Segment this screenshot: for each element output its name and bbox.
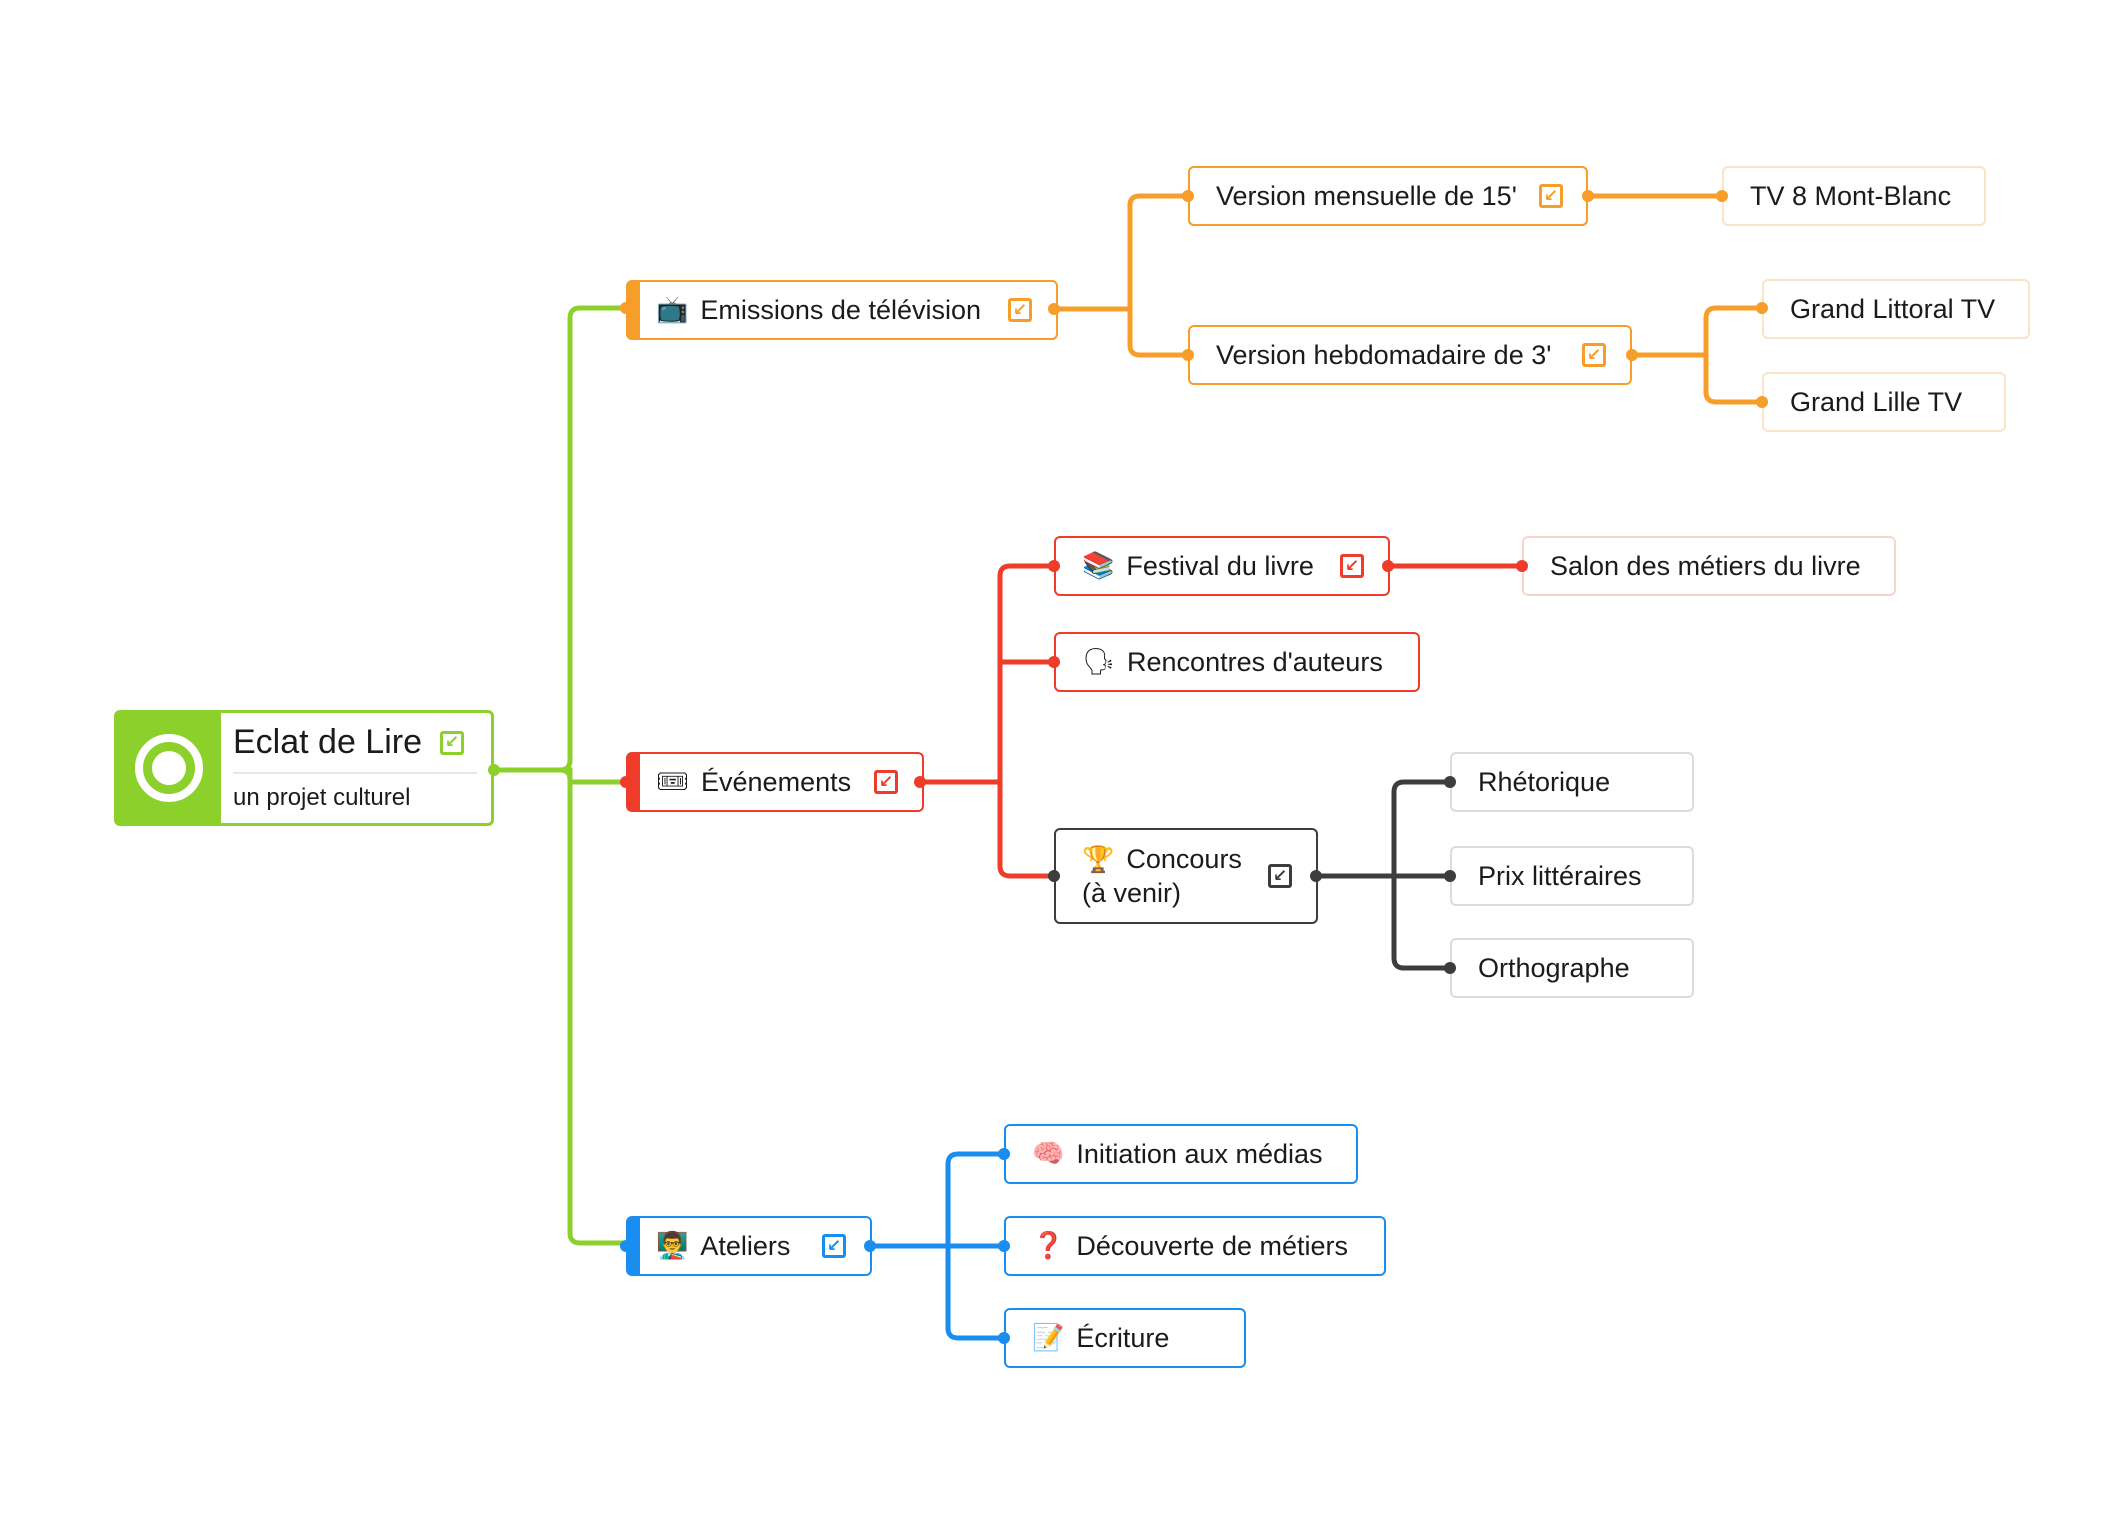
topic-label: Festival du livre xyxy=(1126,550,1314,581)
connector-dot xyxy=(1756,396,1768,408)
target-ring-icon xyxy=(117,713,221,823)
link-events-festival xyxy=(917,563,1057,785)
topic-label: Événements xyxy=(701,766,852,797)
topic-label: Emissions de télévision xyxy=(700,294,982,325)
connector-dot xyxy=(998,1240,1010,1252)
connector-dot xyxy=(914,776,926,788)
connector-dot xyxy=(1582,190,1594,202)
connector-dot xyxy=(1048,560,1060,572)
connector-dot xyxy=(620,776,632,788)
link-root-tv xyxy=(491,305,629,773)
topic-label: Version hebdomadaire de 3' xyxy=(1216,339,1552,370)
topic-label: Découverte de métiers xyxy=(1076,1230,1348,1261)
collapse-arrow-icon[interactable]: ↙ xyxy=(1340,554,1364,578)
topic-ateliers[interactable]: 👨‍🏫 Ateliers ↙ xyxy=(626,1216,872,1276)
collapse-arrow-icon[interactable]: ↙ xyxy=(874,770,898,794)
television-icon: 📺 xyxy=(656,295,689,325)
topic-label: TV 8 Mont-Blanc xyxy=(1750,180,1952,211)
root-subtitle: un projet culturel xyxy=(233,784,411,811)
connector-dot xyxy=(1444,962,1456,974)
connector-dot xyxy=(488,764,500,776)
connector-dot xyxy=(1444,776,1456,788)
topic-decouverte-metiers[interactable]: ❓ Découverte de métiers xyxy=(1004,1216,1386,1276)
topic-grand-lille-tv[interactable]: Grand Lille TV xyxy=(1762,372,2006,432)
topic-festival-du-livre[interactable]: 📚 Festival du livre ↙ xyxy=(1054,536,1390,596)
question-mark-icon: ❓ xyxy=(1032,1231,1065,1261)
collapse-arrow-icon[interactable]: ↙ xyxy=(1538,184,1563,208)
connector-dot xyxy=(620,302,632,314)
topic-label-line2: (à venir) xyxy=(1082,878,1182,908)
connector-dot xyxy=(998,1148,1010,1160)
topic-label: Orthographe xyxy=(1478,952,1630,983)
speaking-head-icon: 🗣 xyxy=(1082,647,1116,677)
topic-label: Grand Lille TV xyxy=(1790,386,1963,417)
link-tv-monthly xyxy=(1051,193,1191,312)
connector-dot xyxy=(1048,303,1060,315)
connector-dot xyxy=(1048,870,1060,882)
topic-grand-littoral-tv[interactable]: Grand Littoral TV xyxy=(1762,279,2030,339)
topic-label: Grand Littoral TV xyxy=(1790,293,1996,324)
link-events-contest xyxy=(997,779,1057,879)
topic-rencontres-auteurs[interactable]: 🗣 Rencontres d'auteurs xyxy=(1054,632,1420,692)
ticket-icon: 🎟 xyxy=(656,767,690,797)
link-weekly-leaf2 xyxy=(1703,352,1765,405)
collapse-arrow-icon[interactable]: ↙ xyxy=(1008,298,1032,322)
connector-dot xyxy=(1182,190,1194,202)
topic-initiation-medias[interactable]: 🧠 Initiation aux médias xyxy=(1004,1124,1358,1184)
collapse-arrow-icon[interactable]: ↙ xyxy=(1268,864,1292,888)
connector-dot xyxy=(1716,190,1728,202)
trophy-icon: 🏆 xyxy=(1082,845,1115,875)
topic-label: Version mensuelle de 15' xyxy=(1216,180,1517,211)
teacher-icon: 👨‍🏫 xyxy=(656,1231,689,1261)
link-root-workshops xyxy=(491,767,629,1246)
root-topic[interactable]: Eclat de Lire ↙ un projet culturel xyxy=(114,710,494,826)
connector-dot xyxy=(1182,349,1194,361)
connector-dot xyxy=(1444,870,1456,882)
connector-dot xyxy=(1048,656,1060,668)
connector-dot xyxy=(1516,560,1528,572)
topic-label: Initiation aux médias xyxy=(1076,1138,1323,1169)
connector-dot xyxy=(1756,302,1768,314)
topic-orthographe[interactable]: Orthographe xyxy=(1450,938,1694,998)
collapse-arrow-icon[interactable]: ↙ xyxy=(1582,343,1606,367)
topic-evenements[interactable]: 🎟 Événements ↙ xyxy=(626,752,924,812)
topic-label: Salon des métiers du livre xyxy=(1550,550,1861,581)
topic-label: Rencontres d'auteurs xyxy=(1127,646,1383,677)
topic-rhetorique[interactable]: Rhétorique xyxy=(1450,752,1694,812)
books-icon: 📚 xyxy=(1082,551,1115,581)
topic-tv8-mont-blanc[interactable]: TV 8 Mont-Blanc xyxy=(1722,166,1986,226)
link-workshops-media xyxy=(867,1151,1007,1249)
topic-label-line1: Concours xyxy=(1126,844,1242,874)
connector-dot xyxy=(998,1332,1010,1344)
link-contest-leaf1 xyxy=(1313,779,1453,879)
brain-icon: 🧠 xyxy=(1032,1139,1065,1169)
link-weekly-leaf1 xyxy=(1629,305,1765,358)
link-contest-leaf3 xyxy=(1391,873,1453,971)
topic-ecriture[interactable]: 📝 Écriture xyxy=(1004,1308,1246,1368)
topic-emissions-tv[interactable]: 📺 Emissions de télévision ↙ xyxy=(626,280,1058,340)
connector-dot xyxy=(1626,349,1638,361)
root-title: Eclat de Lire xyxy=(233,723,422,761)
memo-icon: 📝 xyxy=(1032,1323,1065,1353)
collapse-arrow-icon[interactable]: ↙ xyxy=(822,1234,846,1258)
link-workshops-writing xyxy=(945,1243,1007,1341)
connector-dot xyxy=(1310,870,1322,882)
topic-label: Prix littéraires xyxy=(1478,860,1642,891)
topic-version-mensuelle[interactable]: Version mensuelle de 15' ↙ xyxy=(1188,166,1588,226)
topic-salon-metiers-livre[interactable]: Salon des métiers du livre xyxy=(1522,536,1896,596)
topic-label: Écriture xyxy=(1076,1322,1170,1353)
connector-dot xyxy=(1382,560,1394,572)
connector-dot xyxy=(620,1240,632,1252)
collapse-arrow-icon[interactable]: ↙ xyxy=(440,730,464,755)
topic-label: Ateliers xyxy=(700,1230,791,1261)
topic-version-hebdomadaire[interactable]: Version hebdomadaire de 3' ↙ xyxy=(1188,325,1632,385)
connector-dot xyxy=(864,1240,876,1252)
topic-prix-litteraires[interactable]: Prix littéraires xyxy=(1450,846,1694,906)
topic-concours[interactable]: 🏆 Concours (à venir) ↙ xyxy=(1054,828,1318,924)
topic-label: Rhétorique xyxy=(1478,766,1611,797)
link-tv-weekly xyxy=(1127,306,1191,358)
